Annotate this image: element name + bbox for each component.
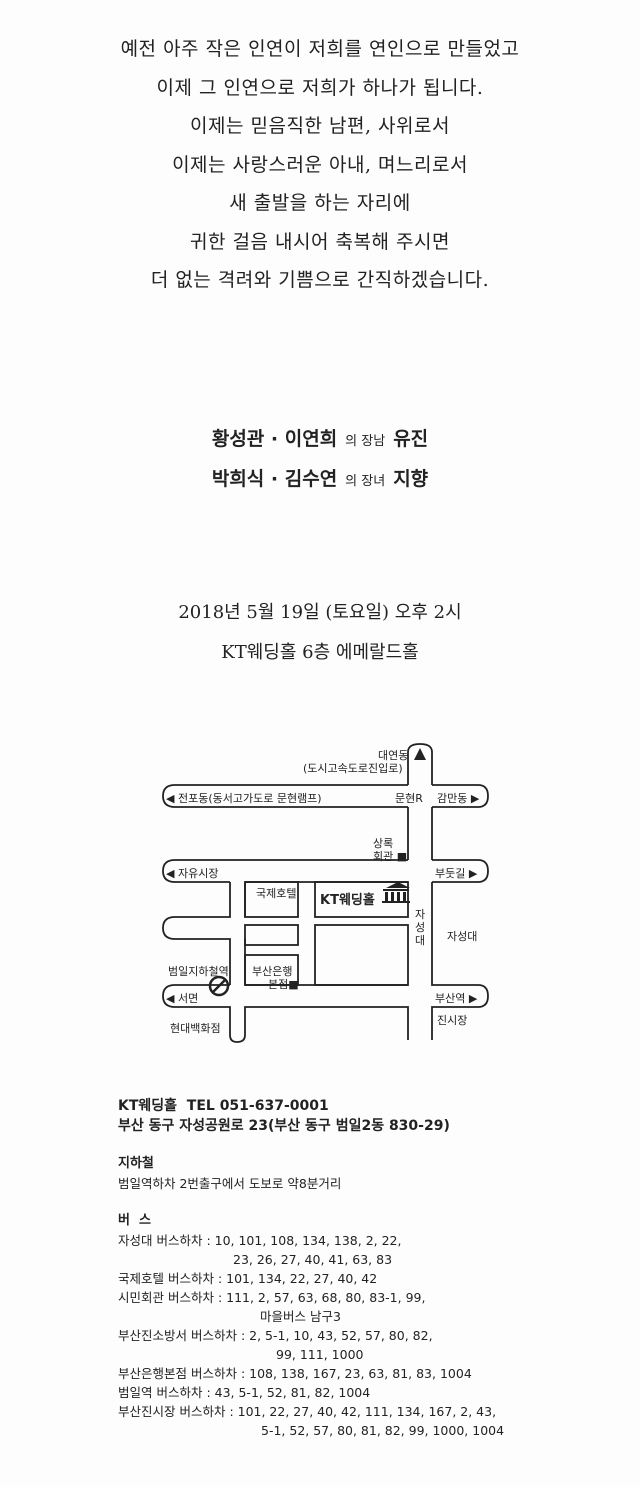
map-label-hotel: 국제호텔 — [256, 887, 297, 900]
road-1 — [162, 784, 489, 808]
relation: 의 장남 — [345, 434, 386, 449]
subway-icon — [208, 975, 230, 997]
message-line: 예전 아주 작은 인연이 저희를 연인으로 만들었고 — [120, 38, 520, 60]
map-label-bank1: 부산은행 — [252, 965, 293, 978]
bus-line: 국제호텔 버스하차 : 101, 134, 22, 27, 40, 42 — [118, 1271, 378, 1286]
venue-info: KT웨딩홀 TEL 051-637-0001 부산 동구 자성공원로 23(부산… — [118, 1096, 504, 1440]
event-datetime: 2018년 5월 19일 (토요일) 오후 2시 — [178, 602, 462, 623]
map-label-gamman: 감만동 ▶ — [437, 792, 480, 805]
map-label-hyundai: 현대백화점 — [170, 1022, 221, 1035]
message-line: 이제는 사랑스러운 아내, 며느리로서 — [172, 153, 468, 176]
north-arrow-icon — [414, 748, 426, 760]
building-icon — [382, 882, 410, 903]
bus-title: 버 스 — [118, 1213, 151, 1228]
message-line: 귀한 걸음 내시어 축복해 주시면 — [190, 230, 450, 253]
map-label-seomyeon: ◀ 서면 — [166, 992, 199, 1005]
bus-line: 99, 111, 1000 — [276, 1347, 364, 1362]
map-label-jeonpo: ◀ 전포동(동서고가도로 문현램프) — [166, 792, 322, 805]
map-label-beomil: 범일지하철역 — [168, 965, 229, 978]
event-venue: KT웨딩홀 6층 에메랄드홀 — [221, 642, 419, 663]
bus-line: 시민회관 버스하차 : 111, 2, 57, 63, 68, 80, 83-1… — [118, 1290, 426, 1305]
map-label-jaseongdae-road: 자성대 — [415, 908, 426, 947]
bus-line: 범일역 버스하차 : 43, 5-1, 52, 81, 82, 1004 — [118, 1385, 371, 1400]
bus-line: 5-1, 52, 57, 80, 81, 82, 99, 1000, 1004 — [261, 1423, 505, 1438]
bus-line: 부산진시장 버스하차 : 101, 22, 27, 40, 42, 111, 1… — [118, 1404, 497, 1419]
bride-parents: 박희식 · 김수연 — [211, 468, 338, 490]
groom-parents: 황성관 · 이연희 — [211, 428, 338, 450]
groom-name: 유진 — [393, 428, 429, 450]
message-line: 더 없는 격려와 기쁨으로 간직하겠습니다. — [150, 269, 490, 291]
bus-line: 23, 26, 27, 40, 41, 63, 83 — [233, 1252, 393, 1267]
bus-line: 마을버스 남구3 — [260, 1309, 341, 1324]
groom-family: 황성관 · 이연희 의 장남 유진 — [0, 424, 640, 451]
invitation-message: 예전 아주 작은 인연이 저희를 연인으로 만들었고 이제 그 인연으로 저희가… — [0, 30, 640, 300]
bus-line: 자성대 버스하차 : 10, 101, 108, 134, 138, 2, 22… — [118, 1233, 402, 1248]
venue-address: 부산 동구 자성공원로 23(부산 동구 범일2동 830-29) — [118, 1118, 450, 1134]
map-label-hoegwan: 회관 ■ — [373, 850, 408, 863]
road-north — [407, 743, 433, 785]
bus-line: 부산은행본점 버스하차 : 108, 138, 167, 23, 63, 81,… — [118, 1366, 472, 1381]
subway-info: 범일역하차 2번출구에서 도보로 약8분거리 — [118, 1176, 342, 1191]
message-line: 이제는 믿음직한 남편, 사위로서 — [190, 115, 450, 137]
map-label-daeyeon: 대연동 — [378, 749, 409, 762]
map-label-daeyeon-sub: (도시고속도로진입로) — [303, 762, 403, 775]
bride-family: 박희식 · 김수연 의 장녀 지향 — [0, 464, 640, 491]
map-label-jaseongdae: 자성대 — [447, 930, 478, 943]
bride-name: 지향 — [393, 468, 429, 490]
message-line: 새 출발을 하는 자리에 — [229, 192, 411, 214]
venue-tel: KT웨딩홀 TEL 051-637-0001 — [118, 1098, 329, 1114]
map-label-jayu: ◀ 자유시장 — [166, 867, 219, 880]
map-label-busanstation: 부산역 ▶ — [435, 992, 478, 1005]
message-line: 이제 그 인연으로 저희가 하나가 됩니다. — [156, 76, 484, 99]
map-label-jinsijang: 진시장 — [437, 1014, 468, 1027]
map-label-budut: 부둣길 ▶ — [435, 867, 478, 880]
map-label-kt: KT웨딩홀 — [320, 893, 375, 908]
map-label-munhyeon: 문현R — [395, 792, 423, 805]
bus-line: 부산진소방서 버스하차 : 2, 5-1, 10, 43, 52, 57, 80… — [118, 1328, 433, 1343]
map-label-bank2: 본점■ — [268, 978, 299, 991]
map-label-sangnok: 상록 — [373, 837, 394, 850]
relation: 의 장녀 — [345, 474, 386, 489]
subway-title: 지하철 — [118, 1156, 154, 1171]
